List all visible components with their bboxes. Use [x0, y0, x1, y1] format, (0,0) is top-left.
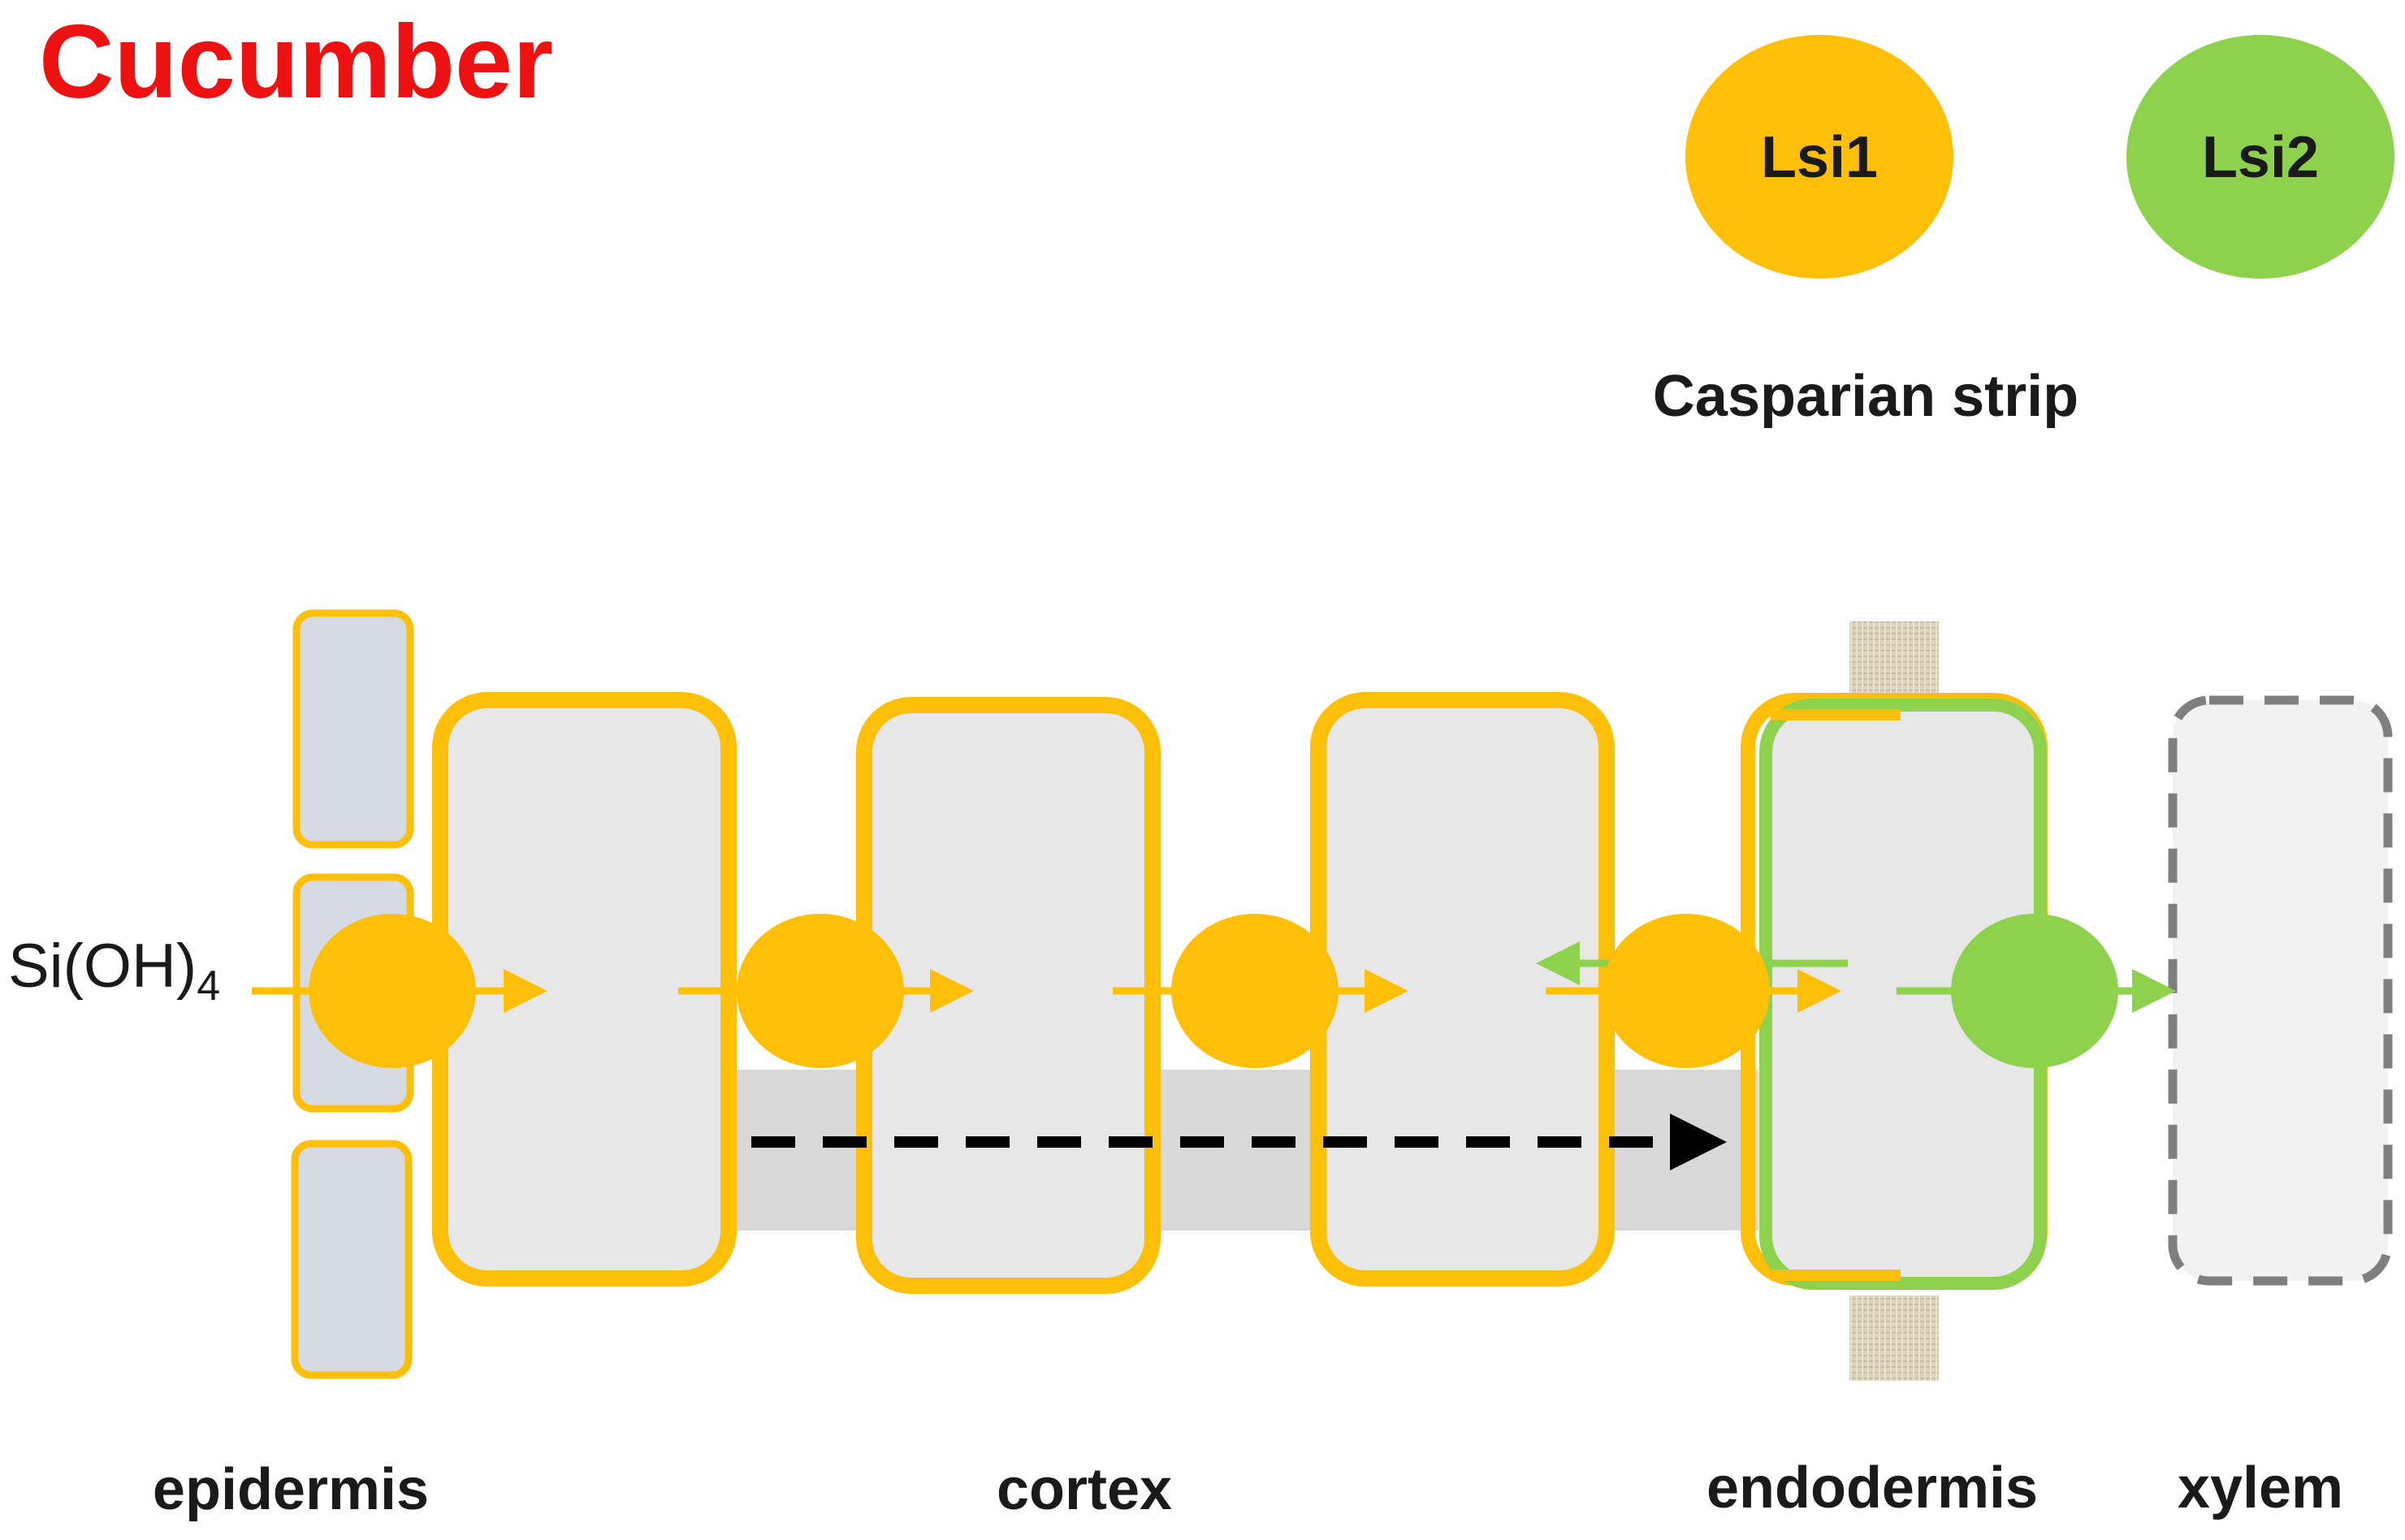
page-title: Cucumber: [39, 4, 553, 120]
lsi1-transporter: [737, 914, 904, 1068]
casparian-strip-legend-label: Casparian strip: [1653, 364, 2078, 429]
transporters: [309, 914, 2118, 1068]
silicic-acid-label: Si(OH)4: [8, 932, 220, 1010]
lsi1-transporter: [309, 914, 476, 1068]
lsi1-transporter: [1171, 914, 1339, 1068]
silicic-acid-subscript: 4: [197, 962, 220, 1010]
xylem-label: xylem: [2178, 1456, 2343, 1521]
lsi1-transporter: [1603, 914, 1770, 1068]
lsi1-legend-marker: [1685, 35, 1953, 279]
lsi1-legend-label: Lsi1: [1761, 125, 1878, 190]
epidermis-cell: [292, 609, 414, 849]
silicic-acid-formula: Si(OH): [8, 932, 197, 1001]
xylem-vessel: [2168, 695, 2393, 1286]
cortex-label: cortex: [997, 1457, 1172, 1522]
lsi2-legend-marker: [2126, 35, 2394, 279]
cortex-layer: [432, 692, 1615, 1294]
epidermis-cell: [291, 1140, 413, 1379]
endodermis-label: endodermis: [1706, 1456, 2038, 1521]
lsi2-legend-label: Lsi2: [2202, 125, 2319, 190]
epidermis-label: epidermis: [153, 1457, 429, 1522]
tissue-labels: epidermis cortex endodermis xylem: [153, 1456, 2343, 1522]
casparian-strip-bottom: [1849, 1296, 1939, 1381]
lsi2-transporter: [1951, 914, 2118, 1068]
cortex-cell: [856, 697, 1161, 1294]
legend: Lsi1 Lsi2 Casparian strip: [1653, 35, 2394, 429]
